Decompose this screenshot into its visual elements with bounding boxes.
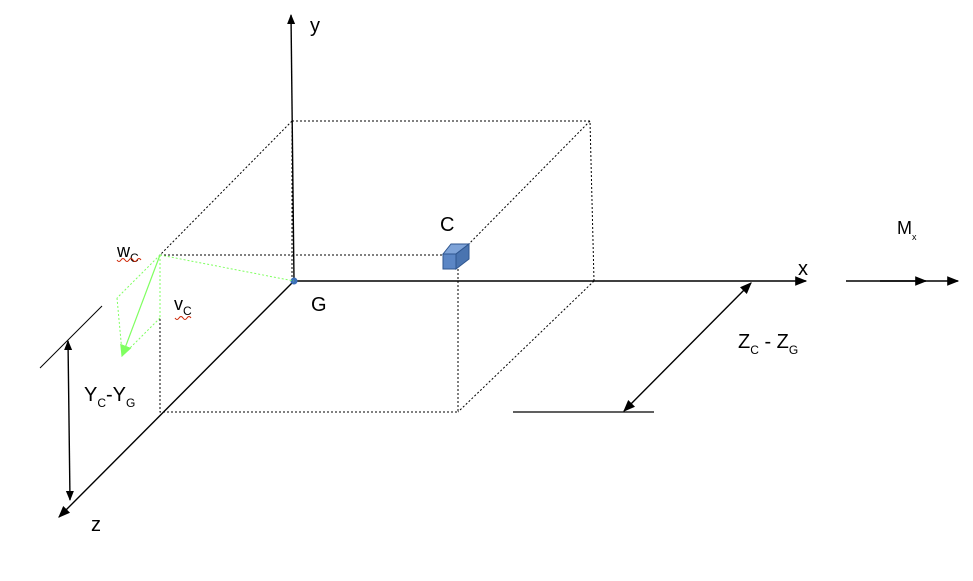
w-spellcheck-underline xyxy=(116,258,142,262)
w-velocity-label: wC xyxy=(116,241,139,265)
z-axis-line xyxy=(58,280,295,518)
w-subscript: C xyxy=(130,251,139,265)
moment-label: Mx xyxy=(897,218,917,242)
velocity-vectors xyxy=(116,254,295,358)
y-axis-line xyxy=(287,14,296,282)
dashed-box xyxy=(159,120,595,413)
y-offset-label: YC-YG xyxy=(84,384,135,410)
v-velocity-label: vC xyxy=(174,294,192,318)
z-offset-dimension xyxy=(623,282,752,412)
point-c-cube xyxy=(441,242,471,271)
point-c-label: C xyxy=(440,214,454,236)
x-axis-label: x xyxy=(798,258,808,280)
v-symbol: v xyxy=(174,294,183,314)
v-spellcheck-underline xyxy=(174,316,192,320)
z-offset-label: ZC - ZG xyxy=(738,331,798,357)
w-symbol: w xyxy=(116,241,131,261)
v-subscript: C xyxy=(183,304,192,318)
origin-label: G xyxy=(311,294,327,316)
y-offset-extension xyxy=(39,305,103,369)
y-axis-label: y xyxy=(310,15,320,37)
y-offset-dimension xyxy=(64,340,74,501)
z-axis-label: z xyxy=(91,514,101,536)
